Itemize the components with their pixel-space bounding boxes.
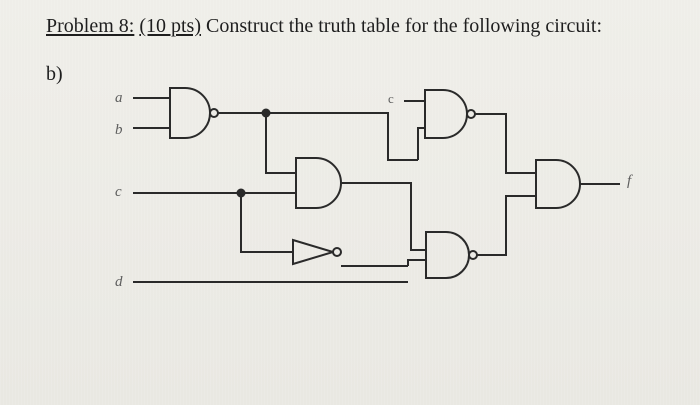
wire-g1-output — [218, 112, 418, 161]
output-label-f: f — [627, 173, 633, 189]
nand-gate-g1 — [133, 87, 418, 161]
problem-heading: Problem 8: (10 pts) Construct the truth … — [46, 12, 602, 40]
wire-g1-to-g2 — [265, 113, 296, 174]
gate-body — [292, 238, 337, 266]
gate-body — [295, 157, 342, 209]
and-gate-g6 — [535, 159, 620, 209]
wire-g5-output — [477, 195, 536, 256]
problem-prompt: Construct the truth table for the follow… — [206, 15, 603, 37]
problem-number: Problem 8: — [46, 15, 135, 37]
wire-c-to-g3 — [240, 193, 293, 253]
gate-body — [424, 89, 468, 139]
inversion-bubble — [466, 109, 476, 119]
nand-gate-g5 — [425, 195, 536, 279]
input-label-a: a — [115, 90, 123, 106]
and-gate-g2 — [295, 157, 426, 251]
wire-g4-output — [475, 113, 536, 174]
wire-into-g4-bottom — [417, 127, 425, 160]
not-gate-g3 — [292, 238, 342, 266]
gate-body — [425, 231, 470, 279]
gate-body — [535, 159, 581, 209]
gate-body — [169, 87, 211, 139]
wire-g2-output — [341, 182, 426, 251]
part-label: b) — [46, 63, 63, 85]
problem-points: (10 pts) — [139, 15, 202, 37]
inversion-bubble — [332, 247, 342, 257]
nand-gate-g4 — [424, 89, 536, 174]
input-label-c: c — [115, 184, 122, 200]
input-label-b: b — [115, 122, 123, 138]
input-label-c-upper: c — [388, 91, 394, 106]
inversion-bubble — [209, 108, 219, 118]
inversion-bubble — [468, 250, 478, 260]
input-label-d: d — [115, 274, 123, 290]
wire-g3-to-g5 — [407, 259, 426, 266]
